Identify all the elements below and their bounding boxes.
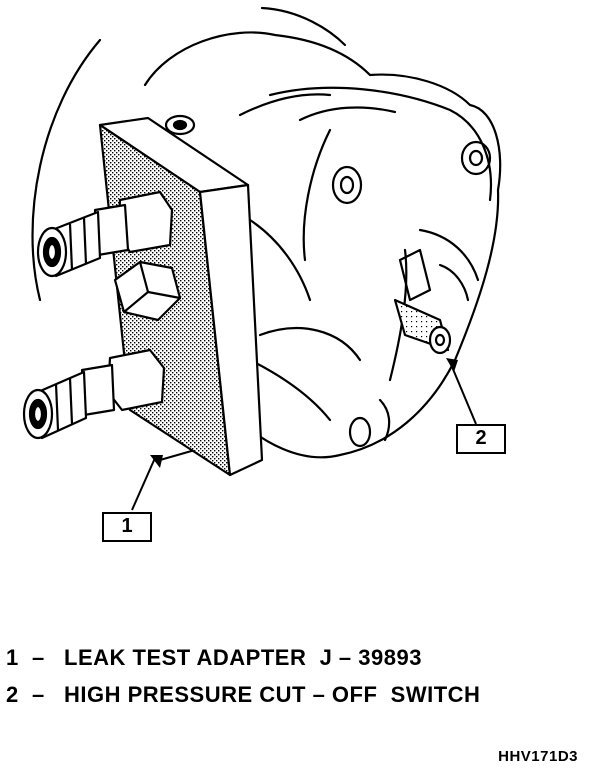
legend-separator: – (32, 682, 45, 707)
leader-line-2 (449, 361, 477, 425)
compressor-body (143, 31, 502, 462)
mounting-boss (331, 165, 363, 205)
legend-number: 2 (6, 682, 19, 707)
legend-item-leak-test-adapter: 1–LEAK TEST ADAPTER J – 39893 (6, 645, 422, 671)
adapter-plate-side (198, 183, 264, 477)
leader-line-1 (131, 457, 156, 511)
mounting-boss (460, 140, 492, 176)
legend-separator: – (32, 645, 45, 670)
rear-cover (268, 86, 492, 202)
pressure-switch-port (428, 325, 452, 355)
belt-line (260, 6, 347, 47)
legend-number: 1 (6, 645, 19, 670)
legend-text: HIGH PRESSURE CUT – OFF SWITCH (64, 682, 481, 707)
callout-2: 2 (456, 424, 506, 454)
figure-code: HHV171D3 (498, 748, 578, 765)
lower-hex-nut (106, 348, 166, 412)
legend-text: LEAK TEST ADAPTER J – 39893 (64, 645, 422, 670)
background-arc (31, 38, 102, 302)
compressor-illustration (22, 6, 502, 511)
callout-1: 1 (102, 512, 152, 542)
legend-item-pressure-switch: 2–HIGH PRESSURE CUT – OFF SWITCH (6, 682, 480, 708)
